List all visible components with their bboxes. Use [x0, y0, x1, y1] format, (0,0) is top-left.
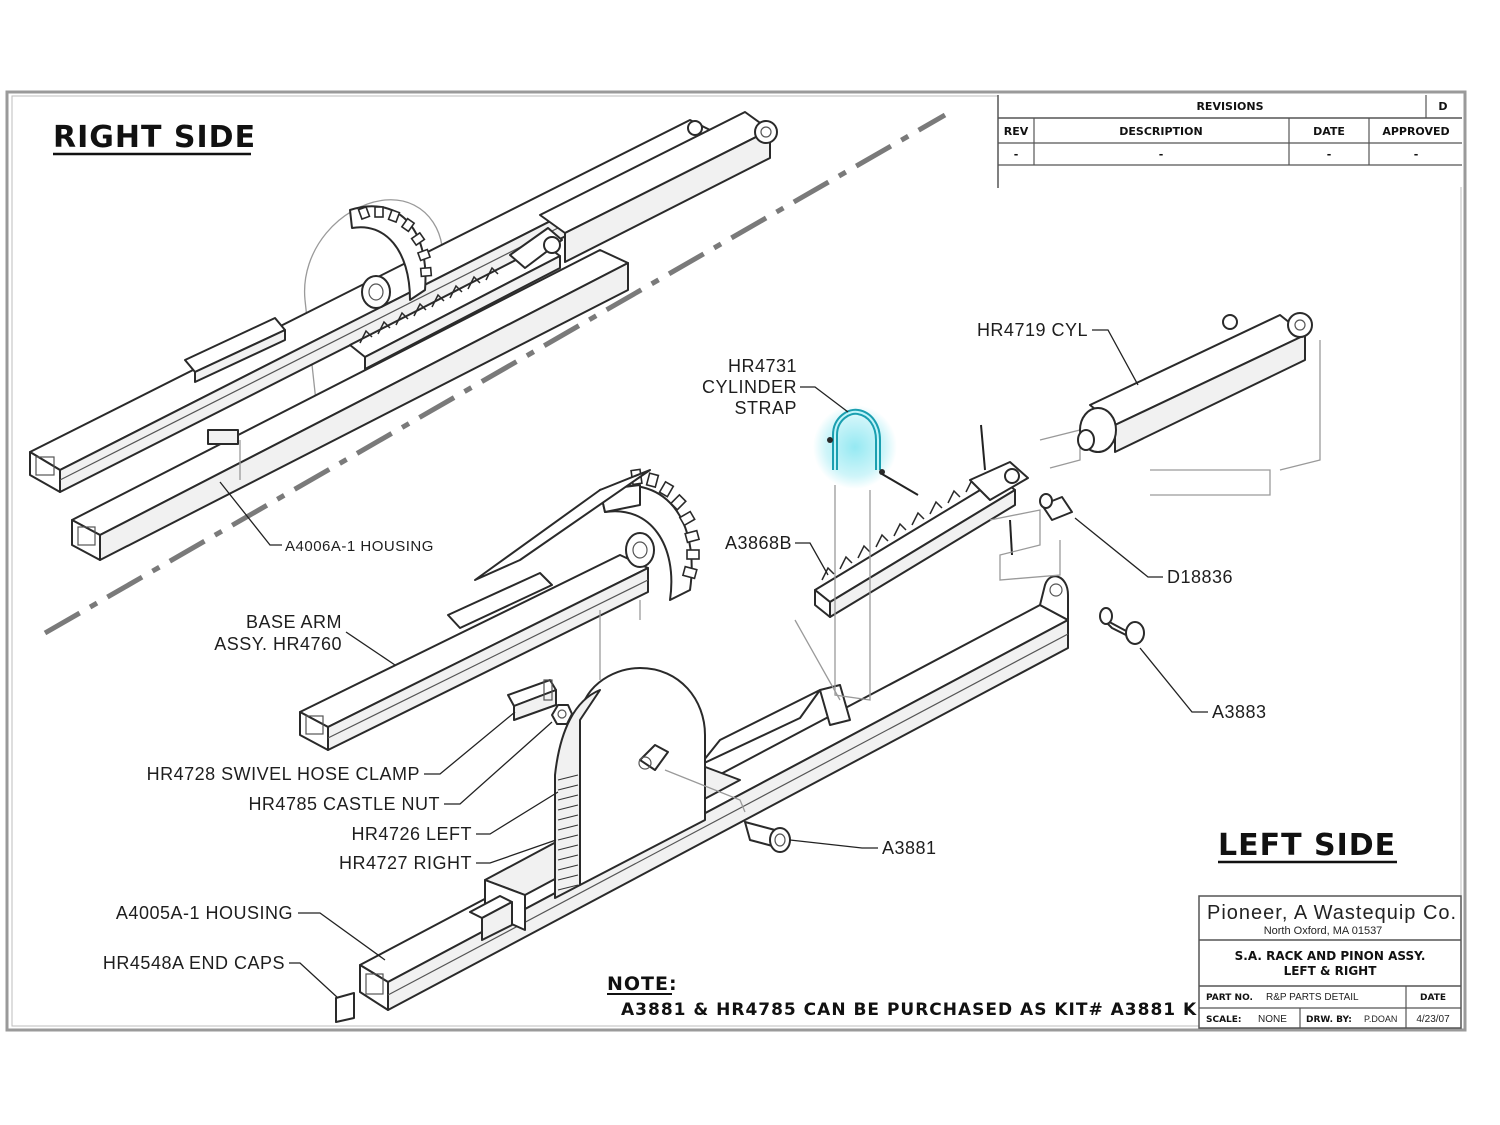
- note-text: A3881 & HR4785 CAN BE PURCHASED AS KIT# …: [621, 1000, 1222, 1020]
- col-approved: APPROVED: [1382, 125, 1449, 138]
- callout-a3883: A3883: [1212, 702, 1267, 722]
- callout-hr4785: HR4785 CASTLE NUT: [248, 794, 440, 814]
- callout-hr4548a-end-caps: HR4548A END CAPS: [103, 953, 285, 973]
- row-rev: -: [1014, 148, 1019, 161]
- title-block: Pioneer, A Wastequip Co. North Oxford, M…: [1198, 895, 1462, 1029]
- date-label: DATE: [1420, 993, 1446, 1003]
- drawing-border: [5, 90, 1467, 1032]
- drawing-title-2: LEFT & RIGHT: [1284, 964, 1378, 978]
- callout-hr4731-line1: HR4731: [728, 356, 797, 376]
- drawing-title-1: S.A. RACK AND PINON ASSY.: [1235, 949, 1426, 963]
- callout-a4005a-1-housing: A4005A-1 HOUSING: [116, 903, 293, 923]
- company-address: North Oxford, MA 01537: [1264, 925, 1383, 937]
- callout-hr4731-line2: CYLINDER: [702, 377, 797, 397]
- company-name: Pioneer, A Wastequip Co.: [1207, 902, 1457, 924]
- callout-hr4726-left: HR4726 LEFT: [351, 824, 472, 844]
- drawn-by-label: DRW. BY:: [1306, 1015, 1352, 1025]
- scale-label: SCALE:: [1206, 1015, 1242, 1025]
- revision-letter: D: [1438, 100, 1447, 113]
- drawing-date: 4/23/07: [1416, 1014, 1450, 1025]
- part-no-value: R&P PARTS DETAIL: [1266, 992, 1359, 1003]
- drawn-by-value: P.DOAN: [1364, 1014, 1397, 1024]
- right-side-assembly: A4006A-1 HOUSING: [29, 111, 778, 561]
- col-date: DATE: [1313, 125, 1345, 138]
- callout-hr4727-right: HR4727 RIGHT: [339, 853, 472, 873]
- col-description: DESCRIPTION: [1119, 125, 1202, 138]
- part-no-label: PART NO.: [1206, 993, 1253, 1003]
- row-approved: -: [1414, 148, 1419, 161]
- note-title: NOTE:: [607, 973, 678, 995]
- callout-hr4719-cyl: HR4719 CYL: [977, 320, 1088, 340]
- col-rev: REV: [1004, 125, 1029, 138]
- row-date: -: [1327, 148, 1332, 161]
- callout-a3881: A3881: [882, 838, 937, 858]
- note: NOTE: A3881 & HR4785 CAN BE PURCHASED AS…: [607, 973, 1222, 1020]
- callouts: BASE ARM ASSY. HR4760 HR4731 CYLINDER ST…: [103, 320, 1267, 999]
- callout-a4006a-1-housing: A4006A-1 HOUSING: [285, 538, 434, 555]
- callout-a3868b: A3868B: [725, 533, 792, 553]
- left-side-assembly: [299, 312, 1321, 1023]
- left-side-heading: LEFT SIDE: [1218, 828, 1396, 863]
- row-description: -: [1159, 148, 1164, 161]
- scale-value: NONE: [1258, 1014, 1287, 1025]
- callout-hr4728: HR4728 SWIVEL HOSE CLAMP: [147, 764, 420, 784]
- callout-base-arm-line2: ASSY. HR4760: [214, 634, 342, 654]
- center-line: [43, 112, 947, 636]
- callout-hr4731-line3: STRAP: [734, 398, 797, 418]
- right-side-heading: RIGHT SIDE: [53, 120, 256, 155]
- callout-base-arm-line1: BASE ARM: [246, 612, 342, 632]
- revisions-title: REVISIONS: [1196, 100, 1263, 113]
- revisions-table: REVISIONS D REV DESCRIPTION DATE APPROVE…: [997, 95, 1462, 188]
- callout-d18836: D18836: [1167, 567, 1233, 587]
